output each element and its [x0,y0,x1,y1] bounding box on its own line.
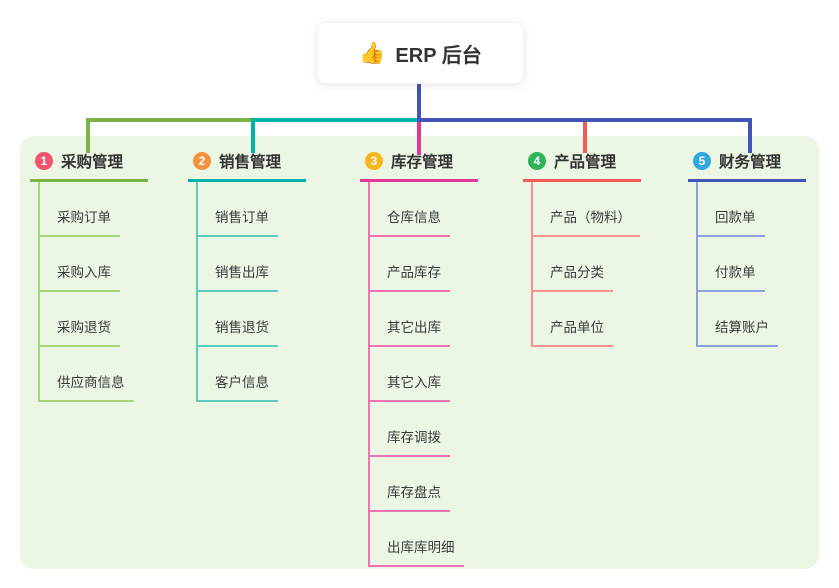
child-row: 付款单 [688,237,806,292]
child-topic[interactable]: 销售出库 [196,261,278,292]
root-node[interactable]: 👍 ERP 后台 [317,22,524,84]
children-connector-line [368,182,370,567]
child-topic[interactable]: 供应商信息 [38,371,134,402]
child-topic[interactable]: 其它出库 [368,316,450,347]
child-row: 出库库明细 [360,512,478,567]
child-topic[interactable]: 其它入库 [368,371,450,402]
child-row: 产品（物料） [523,182,641,237]
child-topic[interactable]: 结算账户 [696,316,778,347]
child-topic[interactable]: 采购退货 [38,316,120,347]
child-topic[interactable]: 库存盘点 [368,481,450,512]
thumbs-up-icon: 👍 [359,41,386,65]
child-row: 销售出库 [188,237,306,292]
branch-children: 销售订单销售出库销售退货客户信息 [188,182,306,402]
child-row: 产品单位 [523,292,641,347]
child-row: 其它入库 [360,347,478,402]
child-row: 采购退货 [30,292,148,347]
branch-label: 销售管理 [219,154,282,171]
child-topic[interactable]: 客户信息 [196,371,278,402]
child-topic[interactable]: 产品单位 [531,316,613,347]
branch-number-badge: 4 [528,152,546,170]
branch-topic[interactable]: 2 销售管理 [188,150,306,182]
branch-children: 产品（物料） 产品分类产品单位 [523,182,641,347]
branch-topic[interactable]: 4 产品管理 [523,150,641,182]
child-row: 客户信息 [188,347,306,402]
branch-connector-line [748,118,752,153]
child-topic[interactable]: 采购订单 [38,206,120,237]
child-topic[interactable]: 采购入库 [38,261,120,292]
branch-connector-line [251,118,255,153]
child-topic[interactable]: 仓库信息 [368,206,450,237]
child-row: 结算账户 [688,292,806,347]
branch-column: 5 财务管理回款单付款单结算账户 [688,150,806,347]
child-topic[interactable]: 付款单 [696,261,765,292]
child-row: 销售退货 [188,292,306,347]
branch-column: 1 采购管理采购订单采购入库采购退货供应商信息 [30,150,148,402]
children-connector-line [531,182,533,347]
branch-number-badge: 3 [365,152,383,170]
child-row: 其它出库 [360,292,478,347]
branch-children: 仓库信息产品库存其它出库其它入库库存调拨库存盘点出库库明细 [360,182,478,567]
child-row: 采购入库 [30,237,148,292]
child-topic[interactable]: 销售订单 [196,206,278,237]
branch-number-badge: 1 [35,152,53,170]
child-row: 产品库存 [360,237,478,292]
child-row: 供应商信息 [30,347,148,402]
child-topic[interactable]: 库存调拨 [368,426,450,457]
child-row: 采购订单 [30,182,148,237]
child-topic[interactable]: 产品库存 [368,261,450,292]
child-topic[interactable]: 出库库明细 [368,536,464,567]
branch-column: 2 销售管理销售订单销售出库销售退货客户信息 [188,150,306,402]
child-row: 回款单 [688,182,806,237]
root-title: ERP 后台 [395,44,482,67]
branch-connector-line [251,118,421,122]
child-row: 库存调拨 [360,402,478,457]
branch-connector-line [583,118,587,153]
branch-label: 采购管理 [61,154,124,171]
child-topic[interactable]: 产品分类 [531,261,613,292]
child-topic[interactable]: 销售退货 [196,316,278,347]
children-connector-line [38,182,40,402]
child-topic[interactable]: 产品（物料） [531,206,640,237]
child-row: 销售订单 [188,182,306,237]
child-row: 库存盘点 [360,457,478,512]
branch-number-badge: 5 [693,152,711,170]
branch-label: 库存管理 [391,154,454,171]
child-row: 产品分类 [523,237,641,292]
branch-connector-line [86,118,90,153]
child-topic[interactable]: 回款单 [696,206,765,237]
child-row: 仓库信息 [360,182,478,237]
branch-children: 采购订单采购入库采购退货供应商信息 [30,182,148,402]
branch-number-badge: 2 [193,152,211,170]
branch-column: 3 库存管理仓库信息产品库存其它出库其它入库库存调拨库存盘点出库库明细 [360,150,478,567]
branch-topic[interactable]: 5 财务管理 [688,150,806,182]
branch-children: 回款单付款单结算账户 [688,182,806,347]
branch-label: 财务管理 [719,154,782,171]
branch-connector-line [417,118,752,122]
branch-column: 4 产品管理产品（物料） 产品分类产品单位 [523,150,641,347]
children-connector-line [696,182,698,347]
children-connector-line [196,182,198,402]
root-connector-line [417,82,421,120]
branch-connector-line [417,118,421,155]
branch-label: 产品管理 [554,154,617,171]
branches-panel [20,136,819,569]
branch-topic[interactable]: 3 库存管理 [360,150,478,182]
branch-topic[interactable]: 1 采购管理 [30,150,148,182]
